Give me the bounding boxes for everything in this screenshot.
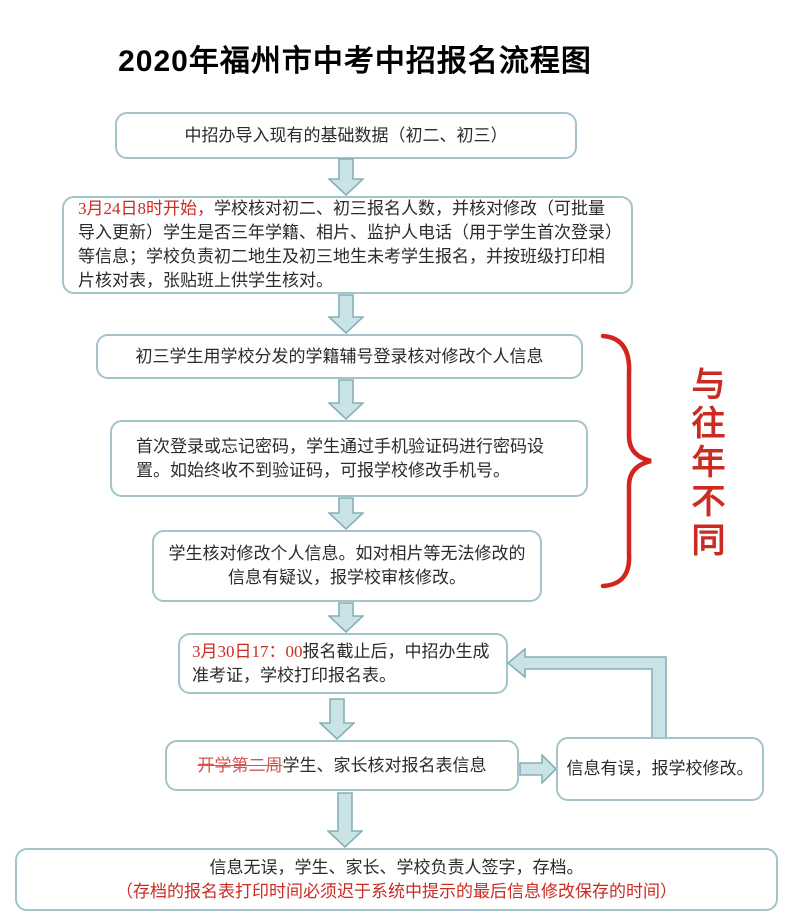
flow-box-import-data-text: 中招办导入现有的基础数据（初二、初三）	[184, 125, 508, 145]
down-arrow-icon	[327, 792, 363, 848]
flow-box-final-line2: （存档的报名表打印时间必须迟于系统中提示的最后信息修改保存的时间）	[116, 881, 677, 901]
flow-box-school-check-text: 3月24日8时开始，学校核对初二、初三报名人数，并核对修改（可批量导入更新）学生…	[78, 199, 614, 290]
side-label-different-from-past: 与往年不同	[686, 366, 723, 561]
flow-box-verify-info-text: 学生核对修改个人信息。如对相片等无法修改的信息有疑议，报学校审核修改。	[168, 544, 526, 587]
page-title: 2020年福州市中考中招报名流程图	[118, 45, 592, 78]
flow-box-password-setup-text: 首次登录或忘记密码，学生通过手机验证码进行密码设置。如始终收不到验证码，可报学校…	[136, 436, 544, 480]
feedback-elbow-arrow-icon	[506, 647, 667, 739]
deadline-end-date: 3月30日17：00	[192, 641, 303, 661]
deadline-start-date: 3月24日8时开始，	[78, 199, 214, 218]
flow-box-final-archive: 信息无误，学生、家长、学校负责人签字，存档。 （存档的报名表打印时间必须迟于系统…	[15, 848, 778, 911]
right-arrow-icon	[519, 754, 558, 784]
down-arrow-icon	[319, 698, 355, 740]
flow-box-student-login: 初三学生用学校分发的学籍辅号登录核对修改个人信息	[96, 334, 583, 379]
down-arrow-icon	[328, 158, 364, 196]
flow-box-password-setup: 首次登录或忘记密码，学生通过手机验证码进行密码设置。如始终收不到验证码，可报学校…	[110, 420, 588, 497]
flow-box-student-login-text: 初三学生用学校分发的学籍辅号登录核对修改个人信息	[135, 346, 544, 366]
down-arrow-icon	[328, 379, 364, 420]
flow-box-error-text: 信息有误，报学校修改。	[566, 759, 754, 778]
flow-box-deadline: 3月30日17：00报名截止后，中招办生成准考证，学校打印报名表。	[178, 633, 508, 694]
flow-box-family-check-text: 开学第二周学生、家长核对报名表信息	[197, 755, 487, 775]
flow-box-import-data: 中招办导入现有的基础数据（初二、初三）	[115, 112, 577, 159]
flow-box-school-check: 3月24日8时开始，学校核对初二、初三报名人数，并核对修改（可批量导入更新）学生…	[62, 196, 633, 294]
flow-box-deadline-text: 3月30日17：00报名截止后，中招办生成准考证，学校打印报名表。	[192, 641, 490, 685]
flow-box-family-check: 开学第二周学生、家长核对报名表信息	[165, 740, 519, 791]
down-arrow-icon	[328, 602, 364, 633]
down-arrow-icon	[328, 294, 364, 334]
brace-right-icon	[600, 333, 652, 589]
down-arrow-icon	[328, 497, 364, 530]
family-check-week: 开学第二周	[197, 755, 283, 775]
flow-box-error: 信息有误，报学校修改。	[556, 737, 764, 801]
flow-box-final-line1: 信息无误，学生、家长、学校负责人签字，存档。	[209, 857, 584, 877]
flow-box-verify-info: 学生核对修改个人信息。如对相片等无法修改的信息有疑议，报学校审核修改。	[152, 530, 542, 602]
